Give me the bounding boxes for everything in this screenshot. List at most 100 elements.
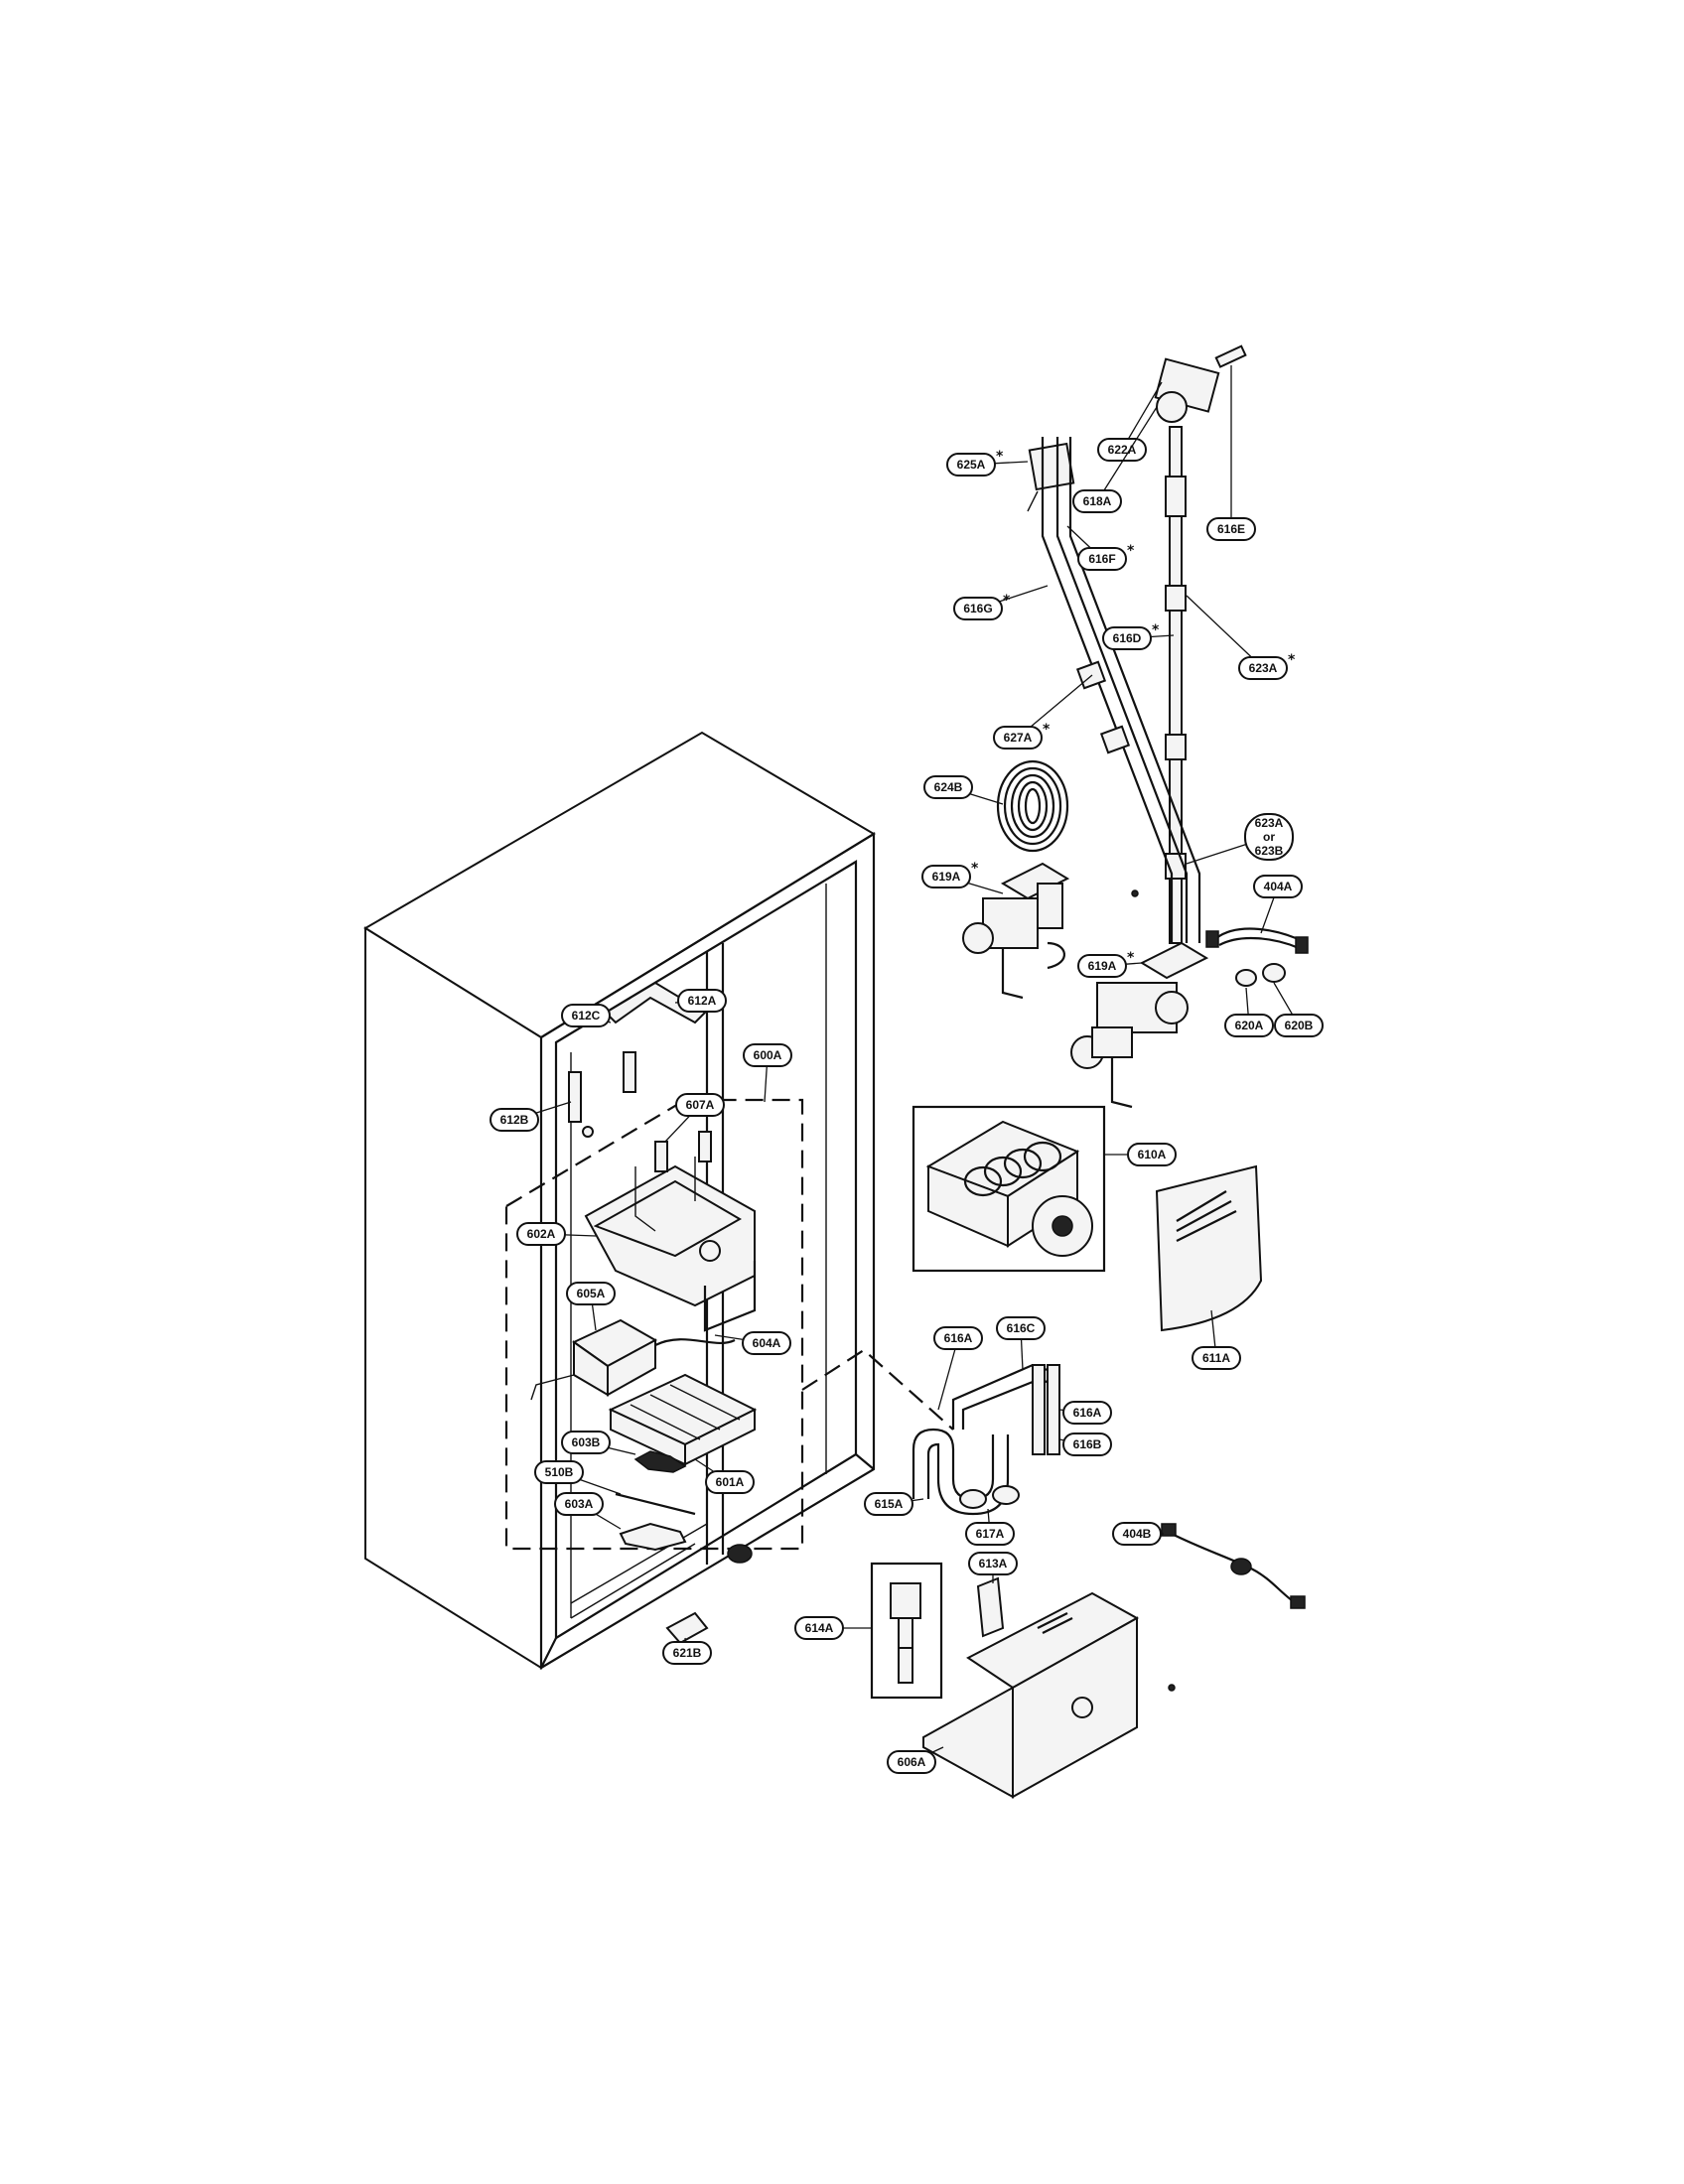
callout-610a: 610A xyxy=(1104,1143,1177,1166)
callout-bubble xyxy=(1077,954,1127,978)
callout-605a: 605A xyxy=(566,1282,616,1331)
callout-label: 603B xyxy=(572,1435,601,1449)
callout-bubble xyxy=(1274,1014,1324,1037)
callout-607a: 607A xyxy=(664,1093,725,1143)
callout-bubble xyxy=(1112,1522,1162,1546)
callout-bubble xyxy=(1127,1143,1177,1166)
callout-label: 627A xyxy=(1004,731,1033,745)
callout-label: 616B xyxy=(1073,1437,1102,1451)
callout-bubble xyxy=(946,453,996,477)
callout-label: 602A xyxy=(527,1227,556,1241)
callout-label: 616A xyxy=(944,1331,973,1345)
callout-star-icon: * xyxy=(1288,652,1296,668)
callout-625a: 625A * xyxy=(946,449,1029,477)
callout-616b: 616B xyxy=(1058,1433,1112,1456)
callout-label: 613A xyxy=(979,1557,1008,1570)
callout-616f: 616F * xyxy=(1066,525,1135,571)
callout-612c: 612C xyxy=(561,1004,612,1027)
callout-614a: 614A xyxy=(794,1616,872,1640)
callout-bubble xyxy=(1062,1433,1112,1456)
callout-bubble xyxy=(1077,547,1127,571)
grommets-617A xyxy=(959,1485,1020,1509)
callout-615a: 615A xyxy=(864,1492,924,1516)
callout-label: 616A xyxy=(1073,1406,1102,1420)
callout-bubble xyxy=(993,726,1043,750)
callout-616a: 616A xyxy=(1058,1401,1112,1425)
callout-627a: 627A * xyxy=(993,674,1093,750)
callout-611a: 611A xyxy=(1192,1309,1241,1370)
callout-bubble xyxy=(968,1552,1018,1575)
auger-assembly-610A xyxy=(912,1105,1106,1273)
callout-star-icon: * xyxy=(996,449,1004,465)
cover-611A xyxy=(1155,1164,1263,1332)
callout-600a: 600A xyxy=(743,1043,792,1103)
callout-619a: 619A* xyxy=(1077,950,1143,978)
callout-616e: 616E xyxy=(1206,365,1256,541)
callout-bubble xyxy=(794,1616,844,1640)
part-callouts: 625A*622A618A616E616F*616G*616D*623A*627… xyxy=(490,365,1324,1774)
callout-label: 619A xyxy=(932,870,961,884)
callout-616c: 616C xyxy=(996,1316,1046,1371)
callout-bubble xyxy=(1238,656,1288,680)
callout-bubble xyxy=(516,1222,566,1246)
callout-604a: 604A xyxy=(714,1331,791,1355)
callout-label: 617A xyxy=(976,1527,1005,1541)
callout-label: 621B xyxy=(673,1646,702,1660)
callout-label: 623B xyxy=(1255,844,1284,858)
callout-bubble xyxy=(1072,489,1122,513)
callout-bubble xyxy=(561,1431,611,1454)
callout-bubble xyxy=(561,1004,611,1027)
callout-620a: 620A xyxy=(1224,987,1274,1037)
coil-624B xyxy=(996,759,1069,853)
callout-label: 600A xyxy=(754,1048,782,1062)
callout-bubble xyxy=(490,1108,539,1132)
clip-613A xyxy=(976,1576,1005,1638)
callout-label: 624B xyxy=(934,780,963,794)
callout-label: 616F xyxy=(1088,552,1115,566)
callout-bubble xyxy=(996,1316,1046,1340)
callout-617a: 617A xyxy=(965,1508,1015,1546)
callout-label: 612C xyxy=(572,1009,601,1023)
callout-612a: 612A xyxy=(674,989,727,1013)
callout-bubble xyxy=(566,1282,616,1305)
fitting-621B xyxy=(665,1544,753,1645)
callout-bubble xyxy=(742,1331,791,1355)
callout-label: 612B xyxy=(500,1113,529,1127)
callout-bubble xyxy=(933,1326,983,1350)
callout-bubble xyxy=(864,1492,913,1516)
callout-613a: 613A xyxy=(968,1552,1018,1583)
callout-label: 603A xyxy=(565,1497,594,1511)
callout-leader xyxy=(1186,595,1264,669)
callout-bubble xyxy=(1192,1346,1241,1370)
callout-603a: 603A xyxy=(554,1492,622,1530)
wire-harness-404A xyxy=(1205,927,1309,954)
callout-bubble xyxy=(1206,517,1256,541)
callout-612b: 612B xyxy=(490,1101,572,1132)
callout-label: 616E xyxy=(1217,522,1245,536)
callout-star-icon: * xyxy=(1043,722,1051,738)
callout-404b: 404B xyxy=(1112,1522,1164,1546)
callout-star-icon: * xyxy=(1127,543,1135,559)
callout-bubble xyxy=(1224,1014,1274,1037)
callout-616g: 616G* xyxy=(953,585,1049,620)
callout-bubble xyxy=(554,1492,604,1516)
callout-star-icon: * xyxy=(1152,622,1160,638)
callout-602a: 602A xyxy=(516,1222,597,1246)
callout-label: 620B xyxy=(1285,1019,1314,1032)
callout-616a: 616A xyxy=(933,1326,983,1411)
callout-label: 615A xyxy=(875,1497,904,1511)
callout-601a: 601A xyxy=(694,1458,755,1494)
bracket-612 xyxy=(568,981,707,1138)
callout-616d: 616D* xyxy=(1102,622,1175,650)
water-tube-assembly xyxy=(1027,344,1247,944)
callout-label: 605A xyxy=(577,1287,606,1300)
callout-bubble xyxy=(1244,813,1294,861)
callout-label: 404B xyxy=(1123,1527,1152,1541)
callout-bubble xyxy=(534,1460,584,1484)
callout-bubble xyxy=(662,1641,712,1665)
callout-label: 622A xyxy=(1108,443,1137,457)
callout-bubble xyxy=(743,1043,792,1067)
callout-label: 625A xyxy=(957,458,986,472)
callout-star-icon: * xyxy=(1003,593,1011,609)
